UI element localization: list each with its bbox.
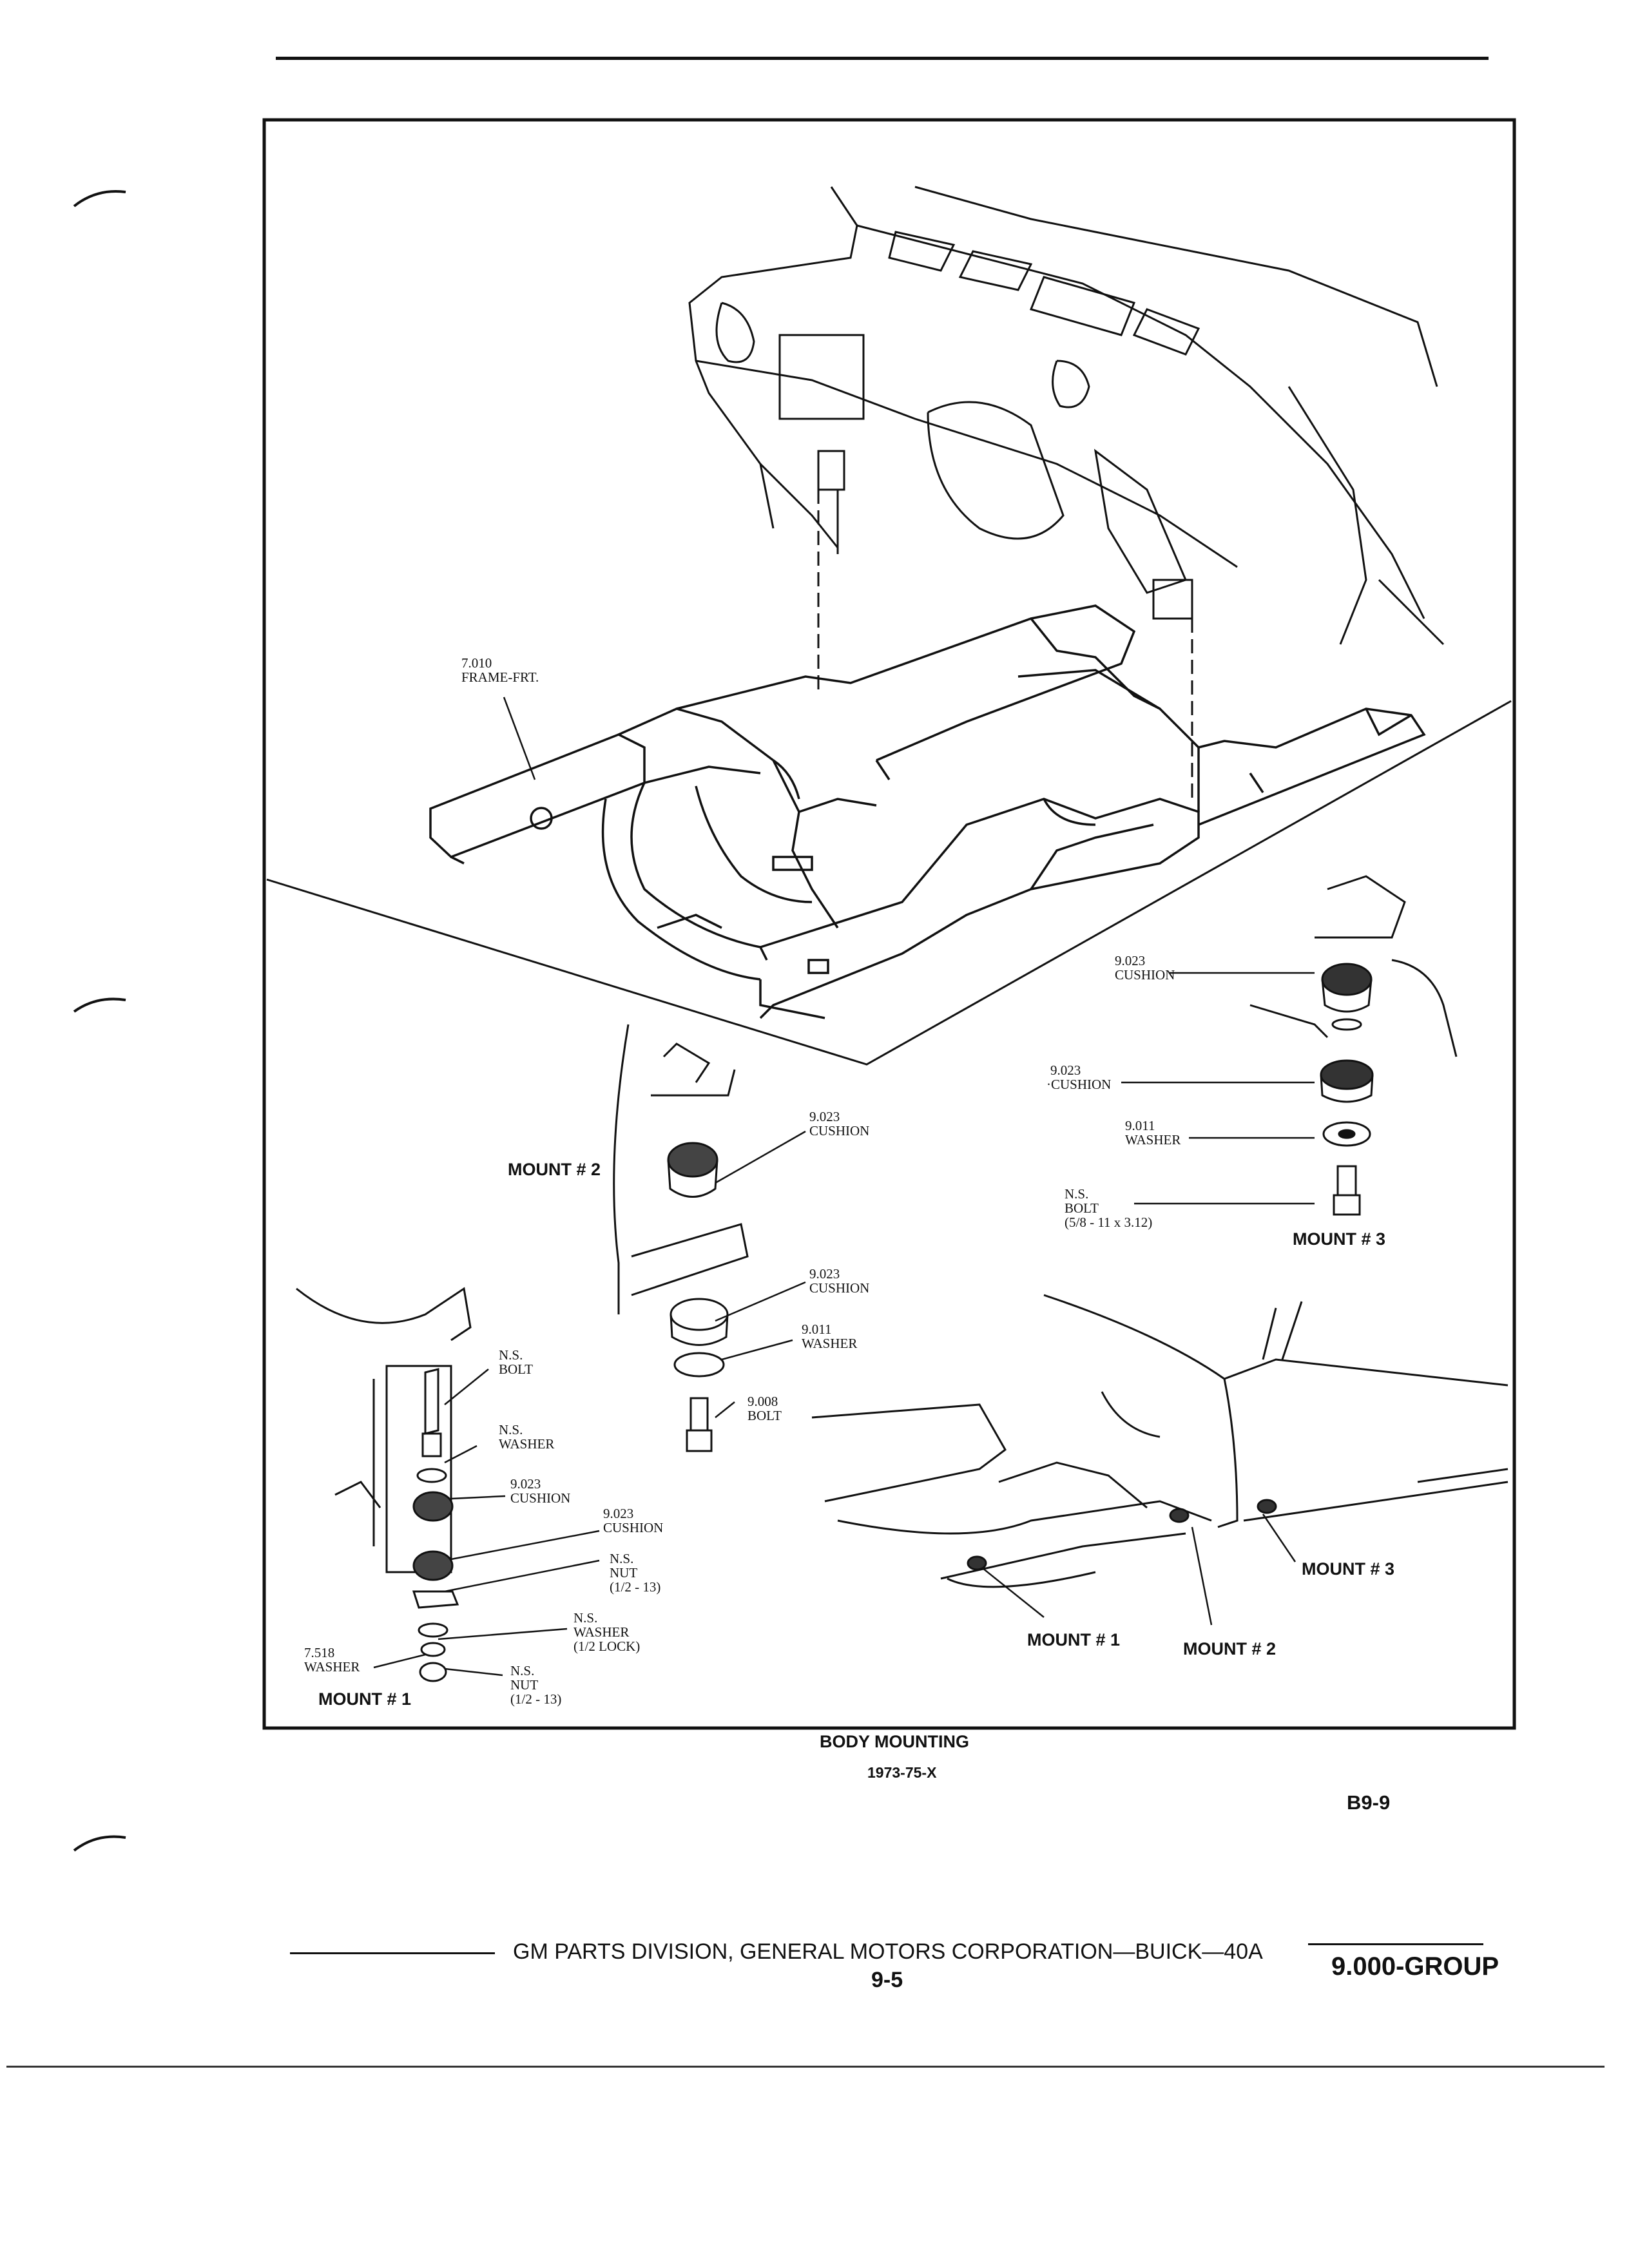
footer-rule-right	[1308, 1943, 1483, 1945]
label-top-washer-number: 9.011	[1125, 1118, 1155, 1133]
footer-rule-left	[290, 1952, 495, 1954]
top-rule	[276, 57, 1489, 60]
label-mid-bolt-number: 9.008	[747, 1394, 778, 1409]
bottom-rule	[6, 2066, 1605, 2068]
label-m1-bolt-ns: N.S.	[499, 1347, 523, 1363]
label-m1-nut-name: NUT	[610, 1565, 638, 1581]
label-m1-washer-name: WASHER	[499, 1436, 555, 1452]
label-m1-lockwasher-ns: N.S.	[574, 1610, 598, 1626]
mount-3-heading: MOUNT # 3	[1293, 1229, 1386, 1249]
label-top-cushion2-number: 9.023	[1050, 1062, 1081, 1078]
label-mid-cushion2-number: 9.023	[809, 1266, 840, 1282]
label-top-cushion-name: CUSHION	[1115, 967, 1175, 983]
label-m1-nut-ns: N.S.	[610, 1551, 634, 1566]
label-m1-nut-size: (1/2 - 13)	[610, 1579, 661, 1595]
label-mid-cushion2-name: CUSHION	[809, 1280, 870, 1296]
label-mid-bolt-name: BOLT	[747, 1408, 782, 1423]
car-mount-1-label: MOUNT # 1	[1027, 1630, 1121, 1649]
label-mid-washer-number: 9.011	[802, 1321, 832, 1337]
car-mount-2-label: MOUNT # 2	[1183, 1639, 1277, 1658]
label-m1-washer2-number: 7.518	[304, 1645, 335, 1660]
figure-subtitle: 1973-75-X	[867, 1764, 937, 1781]
label-top-bolt-ns: N.S.	[1065, 1186, 1089, 1202]
label-top-washer-name: WASHER	[1125, 1132, 1181, 1148]
label-frame-number: 7.010	[461, 655, 492, 671]
label-top-cushion-number: 9.023	[1115, 953, 1146, 968]
label-m1-nut2-size: (1/2 - 13)	[510, 1691, 562, 1707]
label-m1-nut2-name: NUT	[510, 1677, 539, 1693]
label-m1-nut2-ns: N.S.	[510, 1663, 535, 1678]
footer-page-number: 9-5	[871, 1968, 903, 1992]
label-top-cushion2-name: ·CUSHION	[1046, 1077, 1112, 1092]
mount-2-heading: MOUNT # 2	[508, 1160, 601, 1179]
label-m1-cushion-name: CUSHION	[510, 1490, 571, 1506]
figure-title: BODY MOUNTING	[820, 1732, 970, 1751]
label-m1-lockwasher-name: WASHER	[574, 1624, 630, 1640]
label-mid-washer-name: WASHER	[802, 1336, 858, 1351]
figure-id: B9-9	[1347, 1791, 1391, 1814]
car-mount-3-label: MOUNT # 3	[1302, 1559, 1395, 1579]
label-m1-bolt-name: BOLT	[499, 1361, 533, 1377]
label-frame-name: FRAME-FRT.	[461, 669, 539, 685]
label-m1-cushion2-number: 9.023	[603, 1506, 634, 1521]
mount-1-heading: MOUNT # 1	[318, 1689, 412, 1709]
footer-company: GM PARTS DIVISION, GENERAL MOTORS CORPOR…	[513, 1939, 1263, 1964]
label-top-bolt-name: BOLT	[1065, 1200, 1099, 1216]
label-m1-cushion2-name: CUSHION	[603, 1520, 664, 1535]
label-m1-cushion-number: 9.023	[510, 1476, 541, 1492]
label-m1-washer2-name: WASHER	[304, 1659, 360, 1675]
label-top-bolt-size: (5/8 - 11 x 3.12)	[1065, 1215, 1153, 1230]
label-m1-washer-ns: N.S.	[499, 1422, 523, 1437]
label-mid-cushion-number: 9.023	[809, 1109, 840, 1124]
footer-group: 9.000-GROUP	[1331, 1952, 1499, 1981]
label-m1-lockwasher-size: (1/2 LOCK)	[574, 1639, 641, 1654]
label-mid-cushion-name: CUSHION	[809, 1123, 870, 1139]
